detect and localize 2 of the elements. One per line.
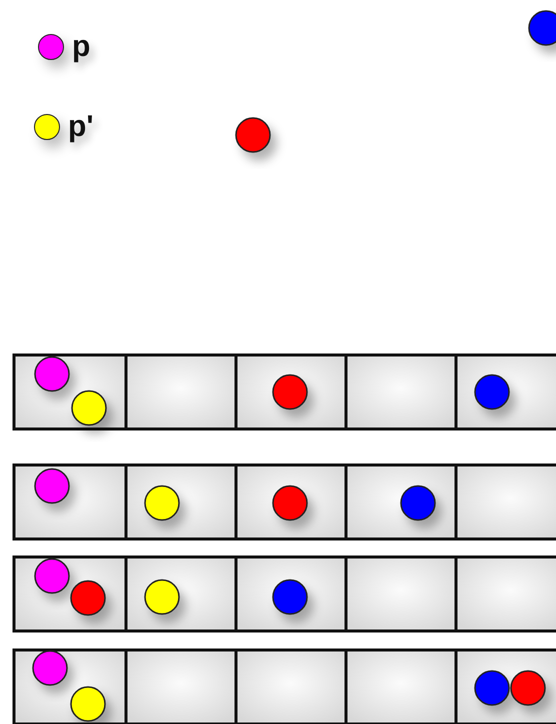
legend-label: p' — [68, 112, 94, 142]
legend-label: p — [72, 32, 90, 62]
